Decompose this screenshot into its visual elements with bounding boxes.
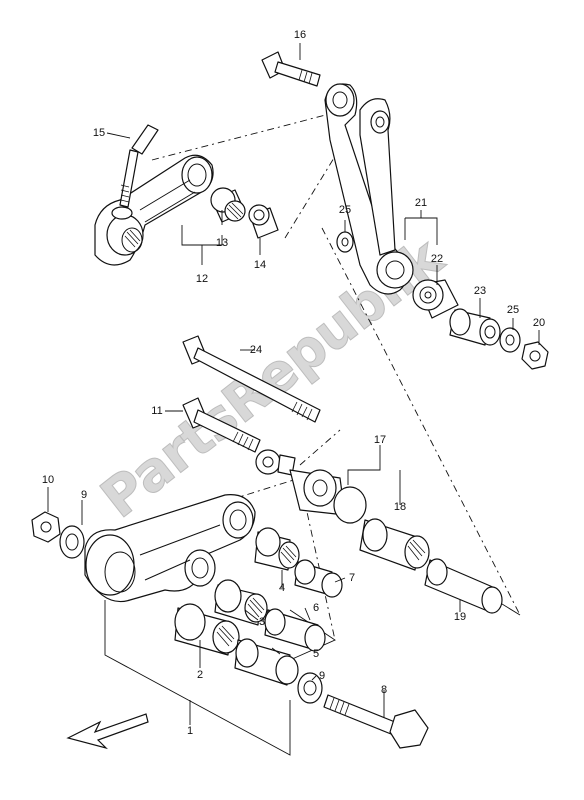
washer-25b xyxy=(499,327,521,353)
callout-25-upper: 25 xyxy=(339,204,351,216)
rod-12 xyxy=(94,154,214,266)
bearing-2 xyxy=(174,603,240,656)
bolt-15 xyxy=(119,124,159,208)
spacer-23 xyxy=(449,308,501,346)
bearing-4 xyxy=(254,527,300,571)
callout-3: 3 xyxy=(259,616,265,628)
callout-1: 1 xyxy=(187,725,193,737)
callout-17: 17 xyxy=(374,434,386,446)
callout-19: 19 xyxy=(454,611,466,623)
callout-13: 13 xyxy=(216,237,228,249)
bolt-24 xyxy=(182,335,321,423)
washer-9a xyxy=(59,525,85,559)
callout-15: 15 xyxy=(93,127,105,139)
leader-lines xyxy=(47,43,540,756)
callout-21: 21 xyxy=(415,197,427,209)
collar xyxy=(255,449,296,476)
bearing-3 xyxy=(214,579,268,626)
spacer-6 xyxy=(264,608,326,652)
callout-16: 16 xyxy=(294,29,306,41)
callout-12: 12 xyxy=(196,273,208,285)
callout-23: 23 xyxy=(474,285,486,297)
nut-10 xyxy=(31,511,61,543)
bolt-11 xyxy=(182,397,261,453)
spacer-14 xyxy=(248,204,279,239)
bearing-18 xyxy=(359,518,430,571)
callout-18: 18 xyxy=(394,501,406,513)
callout-24: 24 xyxy=(250,344,262,356)
nut-20 xyxy=(521,341,549,370)
callout-14: 14 xyxy=(254,259,266,271)
callout-5: 5 xyxy=(313,648,319,660)
callout-labels: 16 15 13 12 14 21 25 22 23 25 20 24 11 1… xyxy=(42,29,545,737)
callout-4: 4 xyxy=(279,582,285,594)
lever-21 xyxy=(324,83,414,295)
callout-20: 20 xyxy=(533,317,545,329)
callout-6: 6 xyxy=(313,602,319,614)
callout-7: 7 xyxy=(349,572,355,584)
callout-25-right: 25 xyxy=(507,304,519,316)
bearing-13 xyxy=(210,187,246,223)
bolt-16 xyxy=(261,51,321,87)
spacer-7 xyxy=(294,559,343,598)
direction-arrow-icon xyxy=(66,713,149,750)
callout-22: 22 xyxy=(431,253,443,265)
callout-9-right: 9 xyxy=(319,670,325,682)
pivot-collar xyxy=(289,469,367,524)
callout-10: 10 xyxy=(42,474,54,486)
callout-8: 8 xyxy=(381,684,387,696)
spacer-5 xyxy=(234,638,299,686)
link-1 xyxy=(84,494,256,603)
washer-9b xyxy=(297,672,323,704)
callout-9-left: 9 xyxy=(81,489,87,501)
washer-25a xyxy=(336,231,354,253)
bolt-8 xyxy=(323,694,429,749)
callout-2: 2 xyxy=(197,669,203,681)
spacer-19 xyxy=(424,558,503,614)
bearing-22 xyxy=(412,279,459,319)
callout-11: 11 xyxy=(151,405,162,417)
